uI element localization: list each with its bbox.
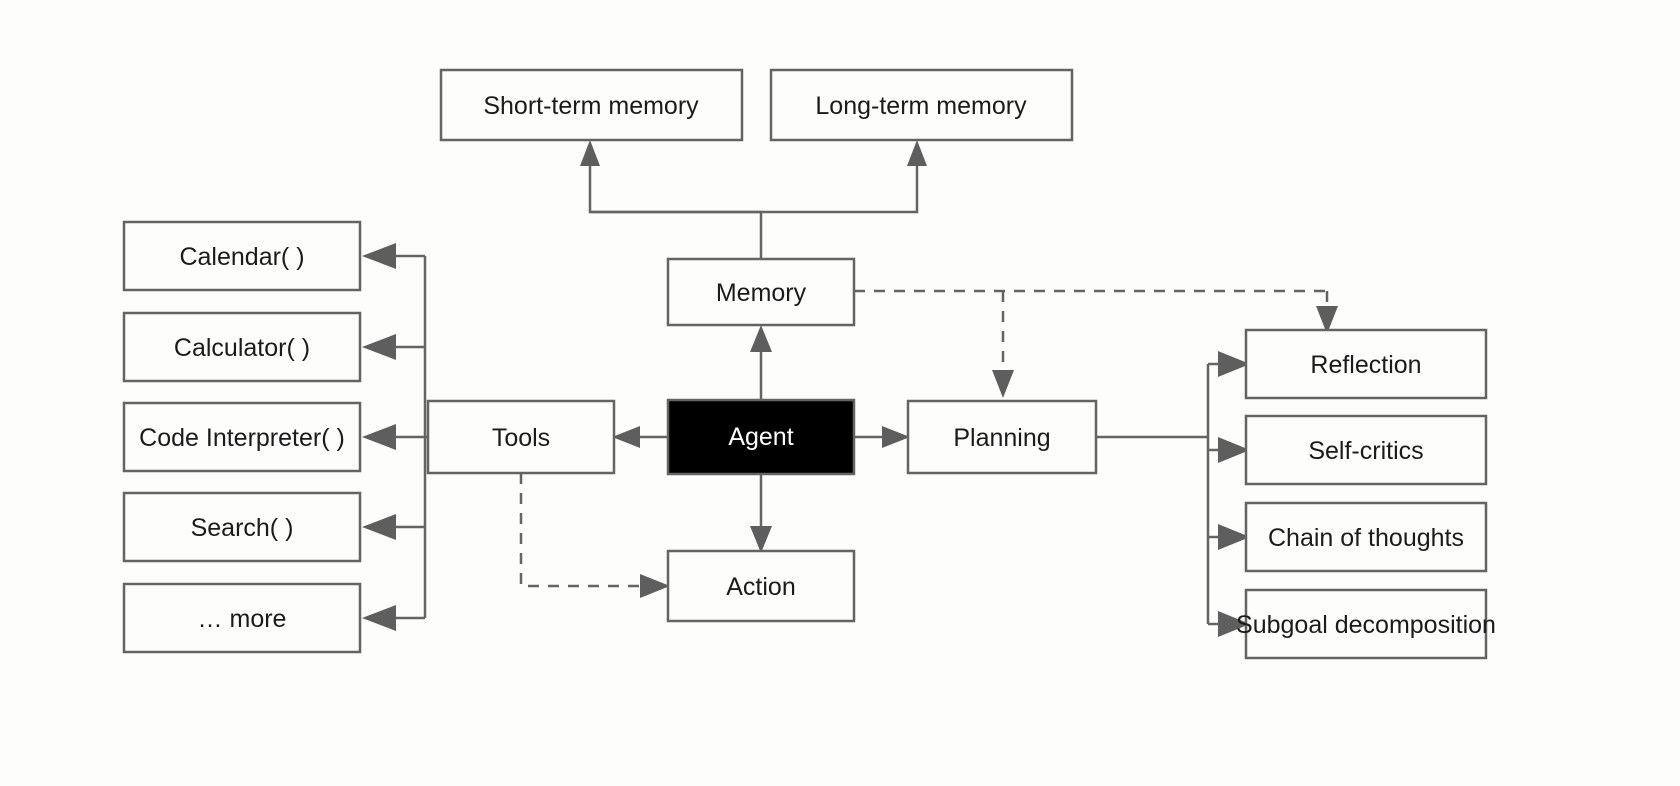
node-box-tools[interactable]: [426, 399, 616, 475]
node-planning[interactable]: Planning: [906, 399, 1098, 475]
node-code-interpreter[interactable]: Code Interpreter( ): [122, 401, 362, 473]
node-subgoal-decomposition[interactable]: Subgoal decomposition: [1236, 588, 1496, 660]
node-box-planning[interactable]: [906, 399, 1098, 475]
edge-memory-to-short-term: [588, 160, 763, 259]
node-box-subgoal-decomposition[interactable]: [1244, 588, 1488, 660]
core-nodes-group: Memory Tools Planning Action Agent: [426, 257, 1098, 623]
planning-list-group: Reflection Self-critics Chain of thought…: [1236, 328, 1496, 660]
edge-memory-to-long-term: [590, 160, 919, 214]
edge-tools-to-action-dashed: [519, 473, 645, 588]
node-label-subgoal-decomposition: Subgoal decomposition: [1236, 611, 1496, 639]
node-label-self-critics: Self-critics: [1308, 437, 1423, 465]
node-box-search[interactable]: [122, 491, 362, 563]
node-box-short-term-memory[interactable]: [439, 68, 744, 142]
node-reflection[interactable]: Reflection: [1244, 328, 1488, 400]
node-label-more: … more: [198, 605, 287, 633]
node-short-term-memory[interactable]: Short-term memory: [439, 68, 744, 142]
tools-list-group: Calendar( ) Calculator( ) Code Interpret…: [122, 220, 362, 654]
node-label-reflection: Reflection: [1310, 351, 1421, 379]
node-box-more[interactable]: [122, 582, 362, 654]
node-label-agent: Agent: [728, 423, 793, 451]
arrowhead-self-critics: [1218, 437, 1250, 463]
node-calculator[interactable]: Calculator( ): [122, 311, 362, 383]
node-label-calendar: Calendar( ): [179, 243, 304, 271]
node-box-agent[interactable]: [666, 398, 856, 476]
node-agent[interactable]: Agent: [666, 398, 856, 476]
node-label-tools: Tools: [492, 424, 550, 452]
node-more[interactable]: … more: [122, 582, 362, 654]
node-label-code-interpreter: Code Interpreter( ): [139, 424, 345, 452]
node-box-action[interactable]: [666, 549, 856, 623]
node-label-memory: Memory: [716, 279, 807, 307]
node-box-self-critics[interactable]: [1244, 414, 1488, 486]
node-label-action: Action: [726, 573, 795, 601]
node-label-calculator: Calculator( ): [174, 334, 310, 362]
node-box-chain-of-thoughts[interactable]: [1244, 501, 1488, 573]
arrowhead-calendar: [362, 243, 396, 269]
arrowhead-reflection-dashed: [1316, 306, 1338, 334]
arrowhead-action-dashed: [640, 574, 670, 598]
node-self-critics[interactable]: Self-critics: [1244, 414, 1488, 486]
arrowhead-reflection: [1218, 351, 1250, 377]
node-long-term-memory[interactable]: Long-term memory: [769, 68, 1074, 142]
node-tools[interactable]: Tools: [426, 399, 616, 475]
arrowhead-memory: [750, 325, 772, 352]
arrowhead-action: [750, 526, 772, 553]
node-label-chain-of-thoughts: Chain of thoughts: [1268, 524, 1464, 552]
node-chain-of-thoughts[interactable]: Chain of thoughts: [1244, 501, 1488, 573]
node-box-calendar[interactable]: [122, 220, 362, 292]
node-box-calculator[interactable]: [122, 311, 362, 383]
arrowhead-search: [362, 514, 396, 540]
arrowhead-chain-of-thoughts: [1218, 524, 1250, 550]
node-label-long-term-memory: Long-term memory: [815, 92, 1027, 120]
arrowhead-code-interpreter: [362, 424, 396, 450]
node-box-reflection[interactable]: [1244, 328, 1488, 400]
arrowhead-planning-dashed: [992, 370, 1014, 398]
node-box-long-term-memory[interactable]: [769, 68, 1074, 142]
node-calendar[interactable]: Calendar( ): [122, 220, 362, 292]
node-label-short-term-memory: Short-term memory: [483, 92, 699, 120]
edge-layer: [362, 140, 1338, 637]
node-label-search: Search( ): [191, 514, 294, 542]
arrowhead-calculator: [362, 334, 396, 360]
arrowhead-tools: [612, 426, 640, 448]
arrowhead-planning: [882, 426, 910, 448]
node-label-planning: Planning: [953, 424, 1050, 452]
arrowhead-long-term-memory: [907, 140, 927, 166]
arrowhead-short-term-memory: [580, 140, 600, 166]
node-box-memory[interactable]: [666, 257, 856, 327]
node-search[interactable]: Search( ): [122, 491, 362, 563]
arrowhead-subgoal-decomposition: [1218, 611, 1250, 637]
arrowhead-more: [362, 605, 396, 631]
memory-types-group: Short-term memory Long-term memory: [439, 68, 1074, 142]
node-box-code-interpreter[interactable]: [122, 401, 362, 473]
node-action[interactable]: Action: [666, 549, 856, 623]
node-memory[interactable]: Memory: [666, 257, 856, 327]
